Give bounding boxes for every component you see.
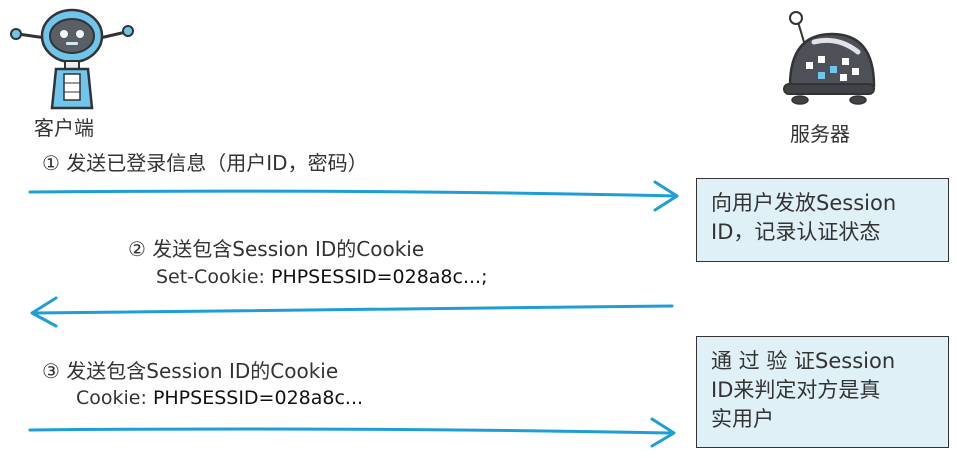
note-2-line-2: ID来判定对方是真 [711, 378, 881, 402]
step-3-label: ③ 发送包含Session ID的Cookie [42, 359, 339, 383]
server-label: 服务器 [790, 122, 850, 146]
arrow-step-3 [28, 417, 676, 448]
step-2-header-value: PHPSESSID=028a8c...; [270, 266, 488, 288]
client-label: 客户端 [34, 116, 94, 140]
step-2-header-name: Set-Cookie: [156, 266, 271, 288]
note-1-line-2: ID，记录认证状态 [711, 220, 881, 244]
step-3-cookie-header: Cookie: PHPSESSID=028a8c... [76, 385, 363, 411]
step-2-cookie-header: Set-Cookie: PHPSESSID=028a8c...; [156, 264, 488, 290]
robot-server-icon [783, 11, 876, 105]
robot-client-icon [10, 8, 134, 110]
note-2-line-3: 实用户 [711, 407, 774, 431]
note-1-line-1: 向用户发放Session [711, 191, 897, 215]
step-2-label: ② 发送包含Session ID的Cookie [128, 237, 425, 261]
arrow-step-1 [28, 180, 679, 212]
note-2-line-1: 通 过 验 证Session [711, 349, 896, 373]
step-3-header-name: Cookie: [76, 387, 153, 409]
step-3-header-value: PHPSESSID=028a8c... [152, 387, 364, 409]
server-note-1: 向用户发放Session ID，记录认证状态 [696, 178, 949, 262]
arrow-step-2 [30, 296, 674, 328]
step-1-label: ① 发送已登录信息（用户ID，密码） [42, 151, 368, 175]
server-note-2: 通 过 验 证Session ID来判定对方是真 实用户 [696, 336, 949, 448]
